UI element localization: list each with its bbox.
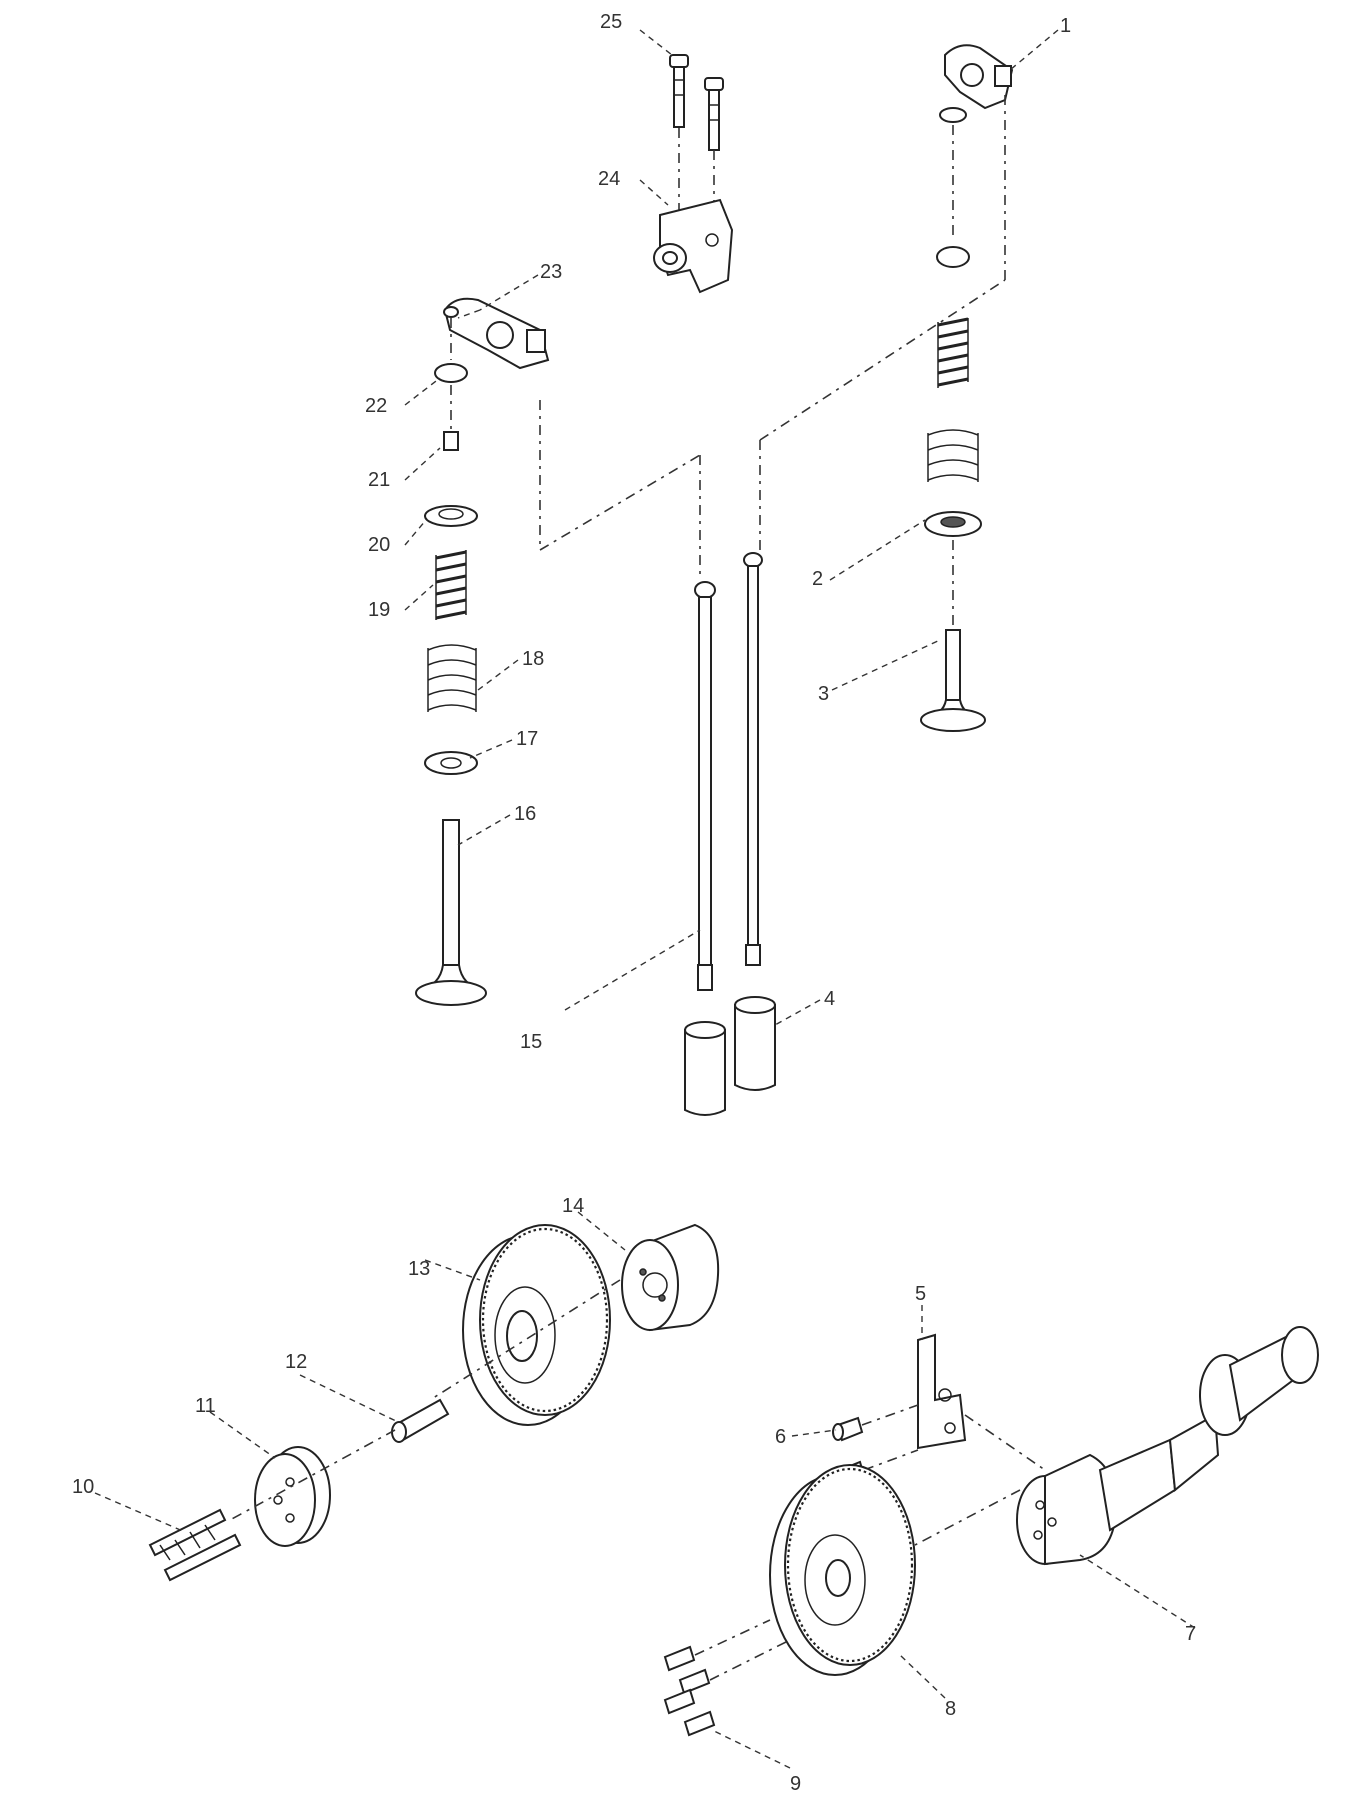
callout-leaders bbox=[94, 29, 1196, 1769]
callout-24: 24 bbox=[598, 168, 620, 190]
retainer-bolts bbox=[148, 1508, 242, 1582]
idler-pin bbox=[391, 1398, 450, 1443]
callout-25: 25 bbox=[600, 11, 622, 33]
retainer-plate bbox=[229, 1429, 396, 1547]
callout-23: 23 bbox=[540, 261, 562, 283]
push-rods-and-tappets bbox=[539, 279, 1006, 1116]
callout-13: 13 bbox=[408, 1258, 430, 1280]
callout-5: 5 bbox=[915, 1283, 926, 1305]
callout-7: 7 bbox=[1185, 1623, 1196, 1645]
callout-9: 9 bbox=[790, 1773, 801, 1795]
callout-10: 10 bbox=[72, 1476, 94, 1498]
idler-gear bbox=[429, 1224, 621, 1426]
callout-14: 14 bbox=[562, 1195, 584, 1217]
cam-gear-bolts bbox=[663, 1619, 791, 1737]
camshaft bbox=[964, 1326, 1319, 1566]
callout-20: 20 bbox=[368, 534, 390, 556]
callout-12: 12 bbox=[285, 1351, 307, 1373]
callout-4: 4 bbox=[824, 988, 835, 1010]
idler-gear-hub bbox=[621, 1223, 720, 1332]
callout-11: 11 bbox=[195, 1395, 216, 1417]
rocker-shaft-bracket bbox=[653, 198, 734, 294]
callout-1: 1 bbox=[1060, 15, 1071, 37]
callout-21: 21 bbox=[368, 469, 390, 491]
callout-17: 17 bbox=[516, 728, 538, 750]
cam-gear bbox=[769, 1464, 1021, 1676]
thrust-bracket bbox=[917, 1333, 967, 1450]
callout-2: 2 bbox=[812, 568, 823, 590]
callout-labels: 25 24 23 22 21 20 19 18 17 16 15 4 1 2 3… bbox=[72, 11, 1196, 1795]
left-valve-assembly bbox=[415, 363, 487, 1006]
right-valve-assembly bbox=[920, 246, 986, 732]
callout-22: 22 bbox=[365, 395, 387, 417]
rocker-arm-right bbox=[939, 44, 1014, 280]
rocker-arm-left bbox=[443, 297, 550, 370]
callout-3: 3 bbox=[818, 683, 829, 705]
callout-18: 18 bbox=[522, 648, 544, 670]
callout-8: 8 bbox=[945, 1698, 956, 1720]
callout-16: 16 bbox=[514, 803, 536, 825]
callout-15: 15 bbox=[520, 1031, 542, 1053]
callout-6: 6 bbox=[775, 1426, 786, 1448]
callout-19: 19 bbox=[368, 599, 390, 621]
